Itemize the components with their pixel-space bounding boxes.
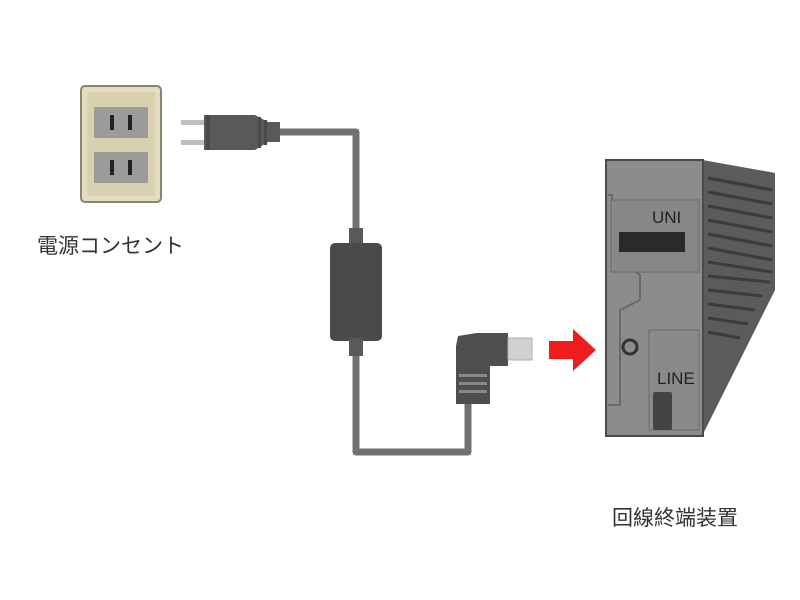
outlet-socket-bottom bbox=[94, 152, 148, 183]
onu-device-icon bbox=[605, 159, 775, 437]
device-label: 回線終端装置 bbox=[612, 506, 738, 530]
arrow-right-icon bbox=[549, 329, 596, 371]
outlet-socket-top bbox=[94, 107, 148, 138]
power-plug-icon bbox=[181, 115, 280, 150]
ac-adapter-icon bbox=[330, 228, 382, 356]
power-cable bbox=[280, 128, 472, 456]
outlet-label: 電源コンセント bbox=[37, 234, 184, 258]
port-label-uni: UNI bbox=[652, 208, 681, 227]
port-label-line: LINE bbox=[657, 369, 695, 388]
wall-outlet-icon bbox=[80, 85, 162, 203]
dc-plug-icon bbox=[456, 333, 533, 404]
